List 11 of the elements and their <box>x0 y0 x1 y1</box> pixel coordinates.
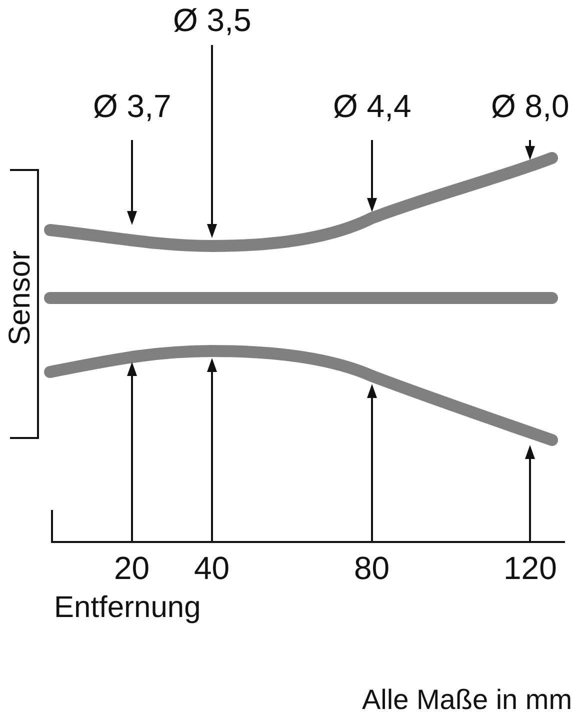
dimension-label: Ø 8,0 <box>491 90 570 122</box>
tick-label: 40 <box>194 552 230 584</box>
tick-label: 20 <box>114 552 150 584</box>
dimension-label: Ø 3,7 <box>93 90 172 122</box>
note: Alle Maße in mm <box>362 686 572 714</box>
bracket-label: Sensor <box>5 250 36 346</box>
tick-label: 120 <box>504 552 557 584</box>
dimension-label: Ø 4,4 <box>333 90 412 122</box>
axis-title: Entfernung <box>54 593 201 623</box>
dimension-label: Ø 3,5 <box>173 4 252 36</box>
tick-label: 80 <box>354 552 390 584</box>
